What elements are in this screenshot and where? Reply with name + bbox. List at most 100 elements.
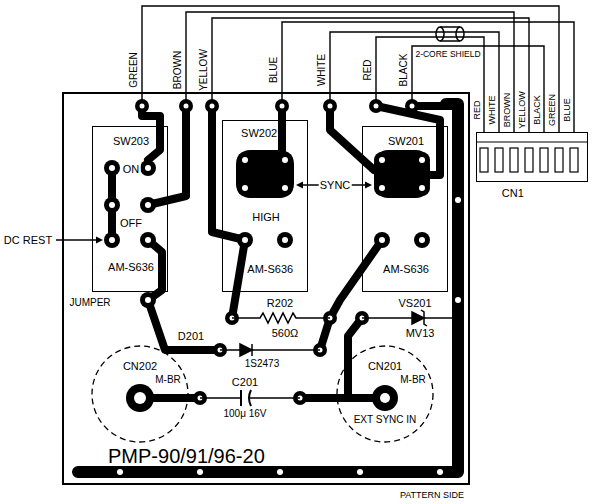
copper-trace bbox=[232, 240, 245, 318]
part-label: C201 bbox=[231, 377, 259, 388]
resistor-symbol bbox=[232, 313, 330, 323]
solder-pad bbox=[140, 292, 156, 308]
node-text: EXT SYNC IN bbox=[353, 415, 418, 425]
callout-label: DC REST bbox=[3, 235, 53, 246]
value-label: 1S2473 bbox=[244, 359, 280, 369]
drill-hole bbox=[419, 157, 425, 163]
jack-pad bbox=[126, 384, 154, 412]
connector-pin bbox=[540, 148, 548, 172]
connector-pin bbox=[480, 148, 488, 172]
capacitor-plate bbox=[249, 390, 251, 406]
value-label: 100μ 16V bbox=[222, 409, 267, 419]
jack-outline: CN202M-BR bbox=[90, 344, 190, 444]
mounting-hole bbox=[455, 297, 461, 303]
copper-trace bbox=[348, 318, 362, 398]
circuit-board: PMP-90/91/96-20SW203ONOFFAM-S636SW202HIG… bbox=[62, 92, 470, 485]
connector-pin bbox=[570, 148, 578, 172]
part-label: JUMPER bbox=[68, 298, 111, 308]
wire-color-label: WHITE bbox=[317, 53, 327, 87]
wire-color-label: BLACK bbox=[399, 53, 409, 88]
drill-hole bbox=[109, 202, 115, 208]
solder-pad bbox=[104, 160, 120, 176]
drill-hole bbox=[380, 393, 390, 403]
wire-color-label: BLUE bbox=[269, 56, 279, 84]
mounting-hole bbox=[197, 469, 203, 475]
zener-symbol bbox=[412, 312, 424, 324]
drill-hole bbox=[419, 185, 425, 191]
copper-traces bbox=[78, 104, 458, 472]
part-label: D201 bbox=[177, 331, 205, 342]
cable-label: 2-CORE SHIELD bbox=[414, 50, 481, 59]
drill-hole bbox=[379, 185, 385, 191]
solder-pad bbox=[374, 152, 390, 168]
wire bbox=[330, 32, 499, 132]
drill-holes bbox=[109, 104, 461, 476]
copper-trace bbox=[330, 240, 382, 318]
solder-pads bbox=[104, 99, 430, 412]
pin-name: YELLOW bbox=[517, 90, 526, 130]
node-text: AM-S636 bbox=[246, 264, 294, 275]
drill-hole bbox=[145, 165, 151, 171]
copper-trace bbox=[142, 106, 160, 160]
solder-pad bbox=[405, 99, 419, 113]
pin-name: BLACK bbox=[532, 94, 541, 126]
wire-color-label: RED bbox=[363, 58, 373, 81]
drill-hole bbox=[280, 104, 285, 109]
solder-pad bbox=[414, 152, 430, 168]
drill-hole bbox=[242, 237, 248, 243]
arrowhead bbox=[96, 237, 103, 244]
solder-pad bbox=[135, 99, 149, 113]
node-text: ON bbox=[122, 164, 141, 175]
copper-trace bbox=[330, 106, 374, 170]
wire bbox=[282, 22, 574, 132]
diode-lead bbox=[220, 349, 320, 351]
dashed-circle bbox=[337, 346, 433, 442]
slide-switch: SW203ONOFFAM-S636 bbox=[92, 126, 168, 292]
arrowhead bbox=[365, 182, 372, 189]
copper-trace bbox=[148, 240, 220, 350]
drill-hole bbox=[140, 104, 145, 109]
drill-hole bbox=[374, 104, 379, 109]
solder-pad bbox=[140, 232, 156, 248]
connector-pins bbox=[476, 142, 588, 172]
solder-pad bbox=[140, 160, 156, 176]
solder-pad bbox=[179, 99, 193, 113]
wire bbox=[212, 18, 529, 132]
drill-hole bbox=[109, 237, 115, 243]
node-text: SW202 bbox=[240, 128, 278, 139]
pin-name: RED bbox=[472, 99, 481, 120]
arrowhead bbox=[296, 182, 303, 189]
ground-band bbox=[78, 104, 458, 472]
drill-hole bbox=[379, 237, 385, 243]
drill-hole bbox=[282, 237, 288, 243]
drill-hole bbox=[109, 165, 115, 171]
solder-pad bbox=[104, 232, 120, 248]
drill-hole bbox=[419, 237, 425, 243]
solder-pad bbox=[237, 152, 253, 168]
part-label: R202 bbox=[266, 298, 294, 309]
solder-pad bbox=[104, 197, 120, 213]
drill-hole bbox=[184, 104, 189, 109]
jack-outline: CN201M-BREXT SYNC IN bbox=[335, 344, 435, 444]
wire bbox=[142, 6, 559, 132]
value-label: MV13 bbox=[405, 328, 436, 339]
node-text: CN1 bbox=[501, 188, 525, 199]
drill-hole bbox=[145, 237, 151, 243]
pin-name: BROWN bbox=[502, 92, 511, 129]
node-text: SW203 bbox=[112, 136, 150, 147]
slide-switch: SW201AM-S636 bbox=[362, 126, 448, 292]
connector-pin bbox=[555, 148, 563, 172]
copper-trace bbox=[148, 106, 186, 205]
solder-pad bbox=[369, 99, 383, 113]
solder-pad bbox=[275, 99, 289, 113]
node-text: HIGH bbox=[251, 212, 281, 223]
drill-hole bbox=[134, 392, 146, 404]
jack-pad bbox=[372, 385, 398, 411]
note-label: PATTERN SIDE bbox=[399, 491, 465, 500]
signal-name: SYNC bbox=[319, 180, 352, 191]
mounting-hole bbox=[437, 469, 443, 475]
mounting-hole bbox=[455, 197, 461, 203]
